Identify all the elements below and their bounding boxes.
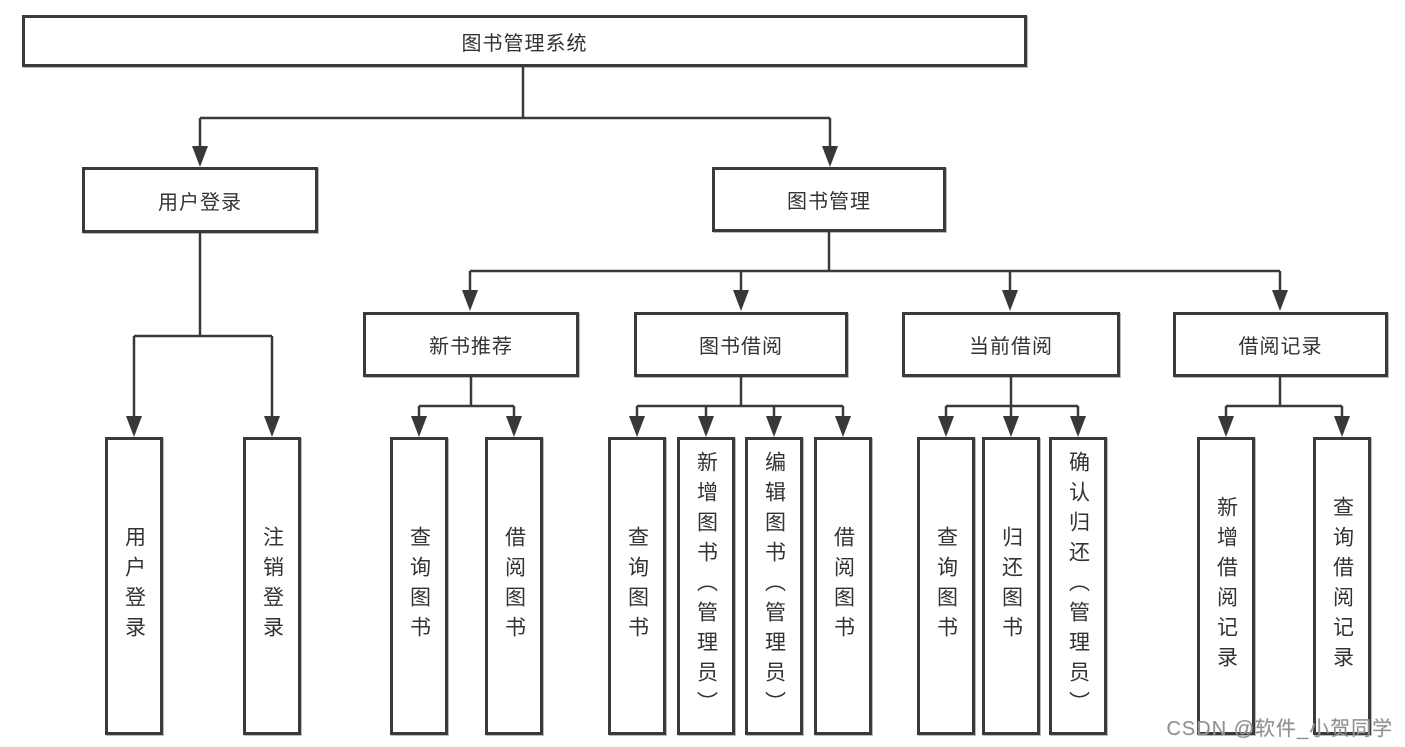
leaf-confirm-return-admin: 确认归还（管理员） (1049, 437, 1107, 735)
connector-line (1224, 377, 1344, 422)
leaf-edit-books-admin: 编辑图书（管理员） (745, 437, 803, 735)
arrow-down-icon (629, 416, 645, 437)
node-label: 用户登录 (158, 191, 242, 214)
leaf-query-books-recommend: 查询图书 (390, 437, 448, 735)
node-label: 查询图书 (625, 526, 649, 646)
leaf-query-borrow-record: 查询借阅记录 (1313, 437, 1371, 735)
node-label: 新增图书（管理员） (694, 451, 718, 721)
connector-line (635, 377, 845, 422)
node-root-system: 图书管理系统 (22, 15, 1027, 67)
node-book-management: 图书管理 (712, 167, 946, 232)
connector-line (132, 233, 274, 421)
connector-login-to-children (126, 233, 280, 437)
node-new-book-recommend: 新书推荐 (363, 312, 579, 377)
connector-management-to-level3 (462, 232, 1288, 311)
arrow-down-icon (1218, 416, 1234, 437)
node-user-login: 用户登录 (82, 167, 318, 233)
arrow-down-icon (192, 146, 208, 167)
arrow-down-icon (733, 290, 749, 311)
node-label: 借阅记录 (1238, 336, 1323, 358)
node-borrow-records: 借阅记录 (1173, 312, 1388, 377)
arrow-down-icon (766, 416, 782, 437)
node-label: 归还图书 (999, 526, 1023, 646)
node-label: 新增借阅记录 (1214, 496, 1238, 676)
leaf-query-books-borrow: 查询图书 (608, 437, 666, 735)
arrow-down-icon (462, 290, 478, 311)
node-label: 编辑图书（管理员） (762, 451, 786, 721)
node-label: 查询图书 (934, 526, 958, 646)
node-label: 图书管理系统 (461, 32, 588, 55)
node-label: 查询借阅记录 (1330, 496, 1354, 676)
arrow-down-icon (1272, 290, 1288, 311)
arrow-down-icon (1070, 416, 1086, 437)
node-current-borrow: 当前借阅 (902, 312, 1120, 377)
leaf-query-books-current: 查询图书 (917, 437, 975, 735)
connector-root-to-level2 (192, 67, 838, 167)
node-label: 注销登录 (260, 526, 284, 646)
arrow-down-icon (411, 416, 427, 437)
leaf-return-books: 归还图书 (982, 437, 1040, 735)
node-label: 新书推荐 (429, 336, 513, 358)
arrow-down-icon (506, 416, 522, 437)
arrow-down-icon (1334, 416, 1350, 437)
connector-current-to-children (938, 377, 1086, 437)
node-label: 借阅图书 (502, 526, 526, 646)
node-label: 查询图书 (407, 526, 431, 646)
node-label: 当前借阅 (969, 336, 1053, 358)
leaf-logout: 注销登录 (243, 437, 301, 735)
connector-recommend-to-children (411, 377, 522, 437)
arrow-down-icon (822, 146, 838, 167)
leaf-borrow-books-recommend: 借阅图书 (485, 437, 543, 735)
arrow-down-icon (938, 416, 954, 437)
leaf-add-books-admin: 新增图书（管理员） (677, 437, 735, 735)
csdn-watermark: CSDN @软件_小贺同学 (1166, 718, 1393, 740)
leaf-borrow-books: 借阅图书 (814, 437, 872, 735)
connector-line (944, 377, 1080, 422)
arrow-down-icon (1002, 290, 1018, 311)
arrow-down-icon (264, 416, 280, 437)
node-label: 图书借阅 (699, 336, 783, 358)
arrow-down-icon (698, 416, 714, 437)
connector-line (417, 377, 516, 422)
connector-line (468, 232, 1282, 296)
node-label: 确认归还（管理员） (1066, 451, 1090, 721)
arrow-down-icon (126, 416, 142, 437)
connector-line (198, 67, 832, 151)
node-label: 图书管理 (787, 191, 871, 213)
arrow-down-icon (1003, 416, 1019, 437)
node-label: 用户登录 (122, 526, 146, 646)
node-label: 借阅图书 (831, 526, 855, 646)
connector-borrow-to-children (629, 377, 851, 437)
connector-records-to-children (1218, 377, 1350, 437)
arrow-down-icon (835, 416, 851, 437)
leaf-user-login: 用户登录 (105, 437, 163, 735)
leaf-add-borrow-record: 新增借阅记录 (1197, 437, 1255, 735)
node-book-borrow: 图书借阅 (634, 312, 848, 377)
